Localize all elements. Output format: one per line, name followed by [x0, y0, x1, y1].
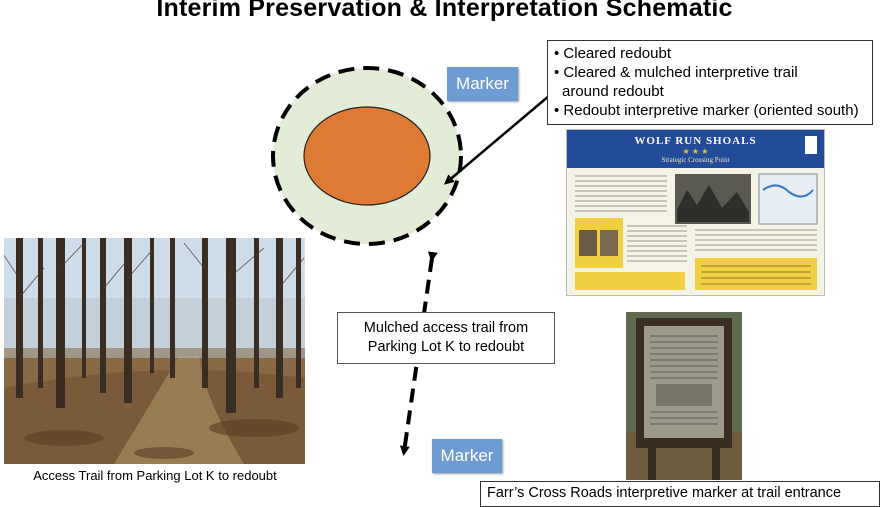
- callout-bullet: • Cleared & mulched interpretive trail: [554, 64, 798, 81]
- sign-header: WOLF RUN SHOALS ★ ★ ★ Strategic Crossing…: [567, 130, 824, 168]
- sign-title: WOLF RUN SHOALS: [634, 135, 757, 147]
- trail-label-line: Parking Lot K to redoubt: [367, 339, 525, 355]
- callout-bullet-continuation: around redoubt: [562, 83, 664, 100]
- wolf-run-shoals-sign-image: WOLF RUN SHOALS ★ ★ ★ Strategic Crossing…: [566, 129, 825, 296]
- callout-bullet: • Redoubt interpretive marker (oriented …: [554, 102, 859, 119]
- sign-subtitle: Strategic Crossing Point: [661, 156, 730, 164]
- sign-body-illustration: [575, 136, 818, 290]
- forest-illustration: [4, 238, 305, 464]
- callout-pointer-arrow: [443, 89, 557, 185]
- farrs-marker-caption: Farr’s Cross Roads interpretive marker a…: [480, 481, 880, 507]
- page-title: Interim Preservation & Interpretation Sc…: [156, 0, 733, 22]
- trail-label-line: Mulched access trail from: [363, 320, 529, 336]
- callout-bullet: • Cleared redoubt: [554, 45, 671, 62]
- callout-box: • Cleared redoubt • Cleared & mulched in…: [547, 40, 873, 125]
- trail-label-box: Mulched access trail from Parking Lot K …: [337, 312, 555, 364]
- access-trail-photo: [4, 238, 305, 464]
- marker-label-top: Marker: [447, 67, 518, 101]
- access-trail-caption: Access Trail from Parking Lot K to redou…: [33, 468, 277, 483]
- marker-label-bottom: Marker: [432, 439, 502, 473]
- farrs-cross-roads-marker-photo: [626, 312, 742, 480]
- roadside-sign-illustration: [626, 312, 742, 480]
- redoubt-ellipse: [303, 106, 431, 206]
- sign-stars: ★ ★ ★: [682, 147, 709, 156]
